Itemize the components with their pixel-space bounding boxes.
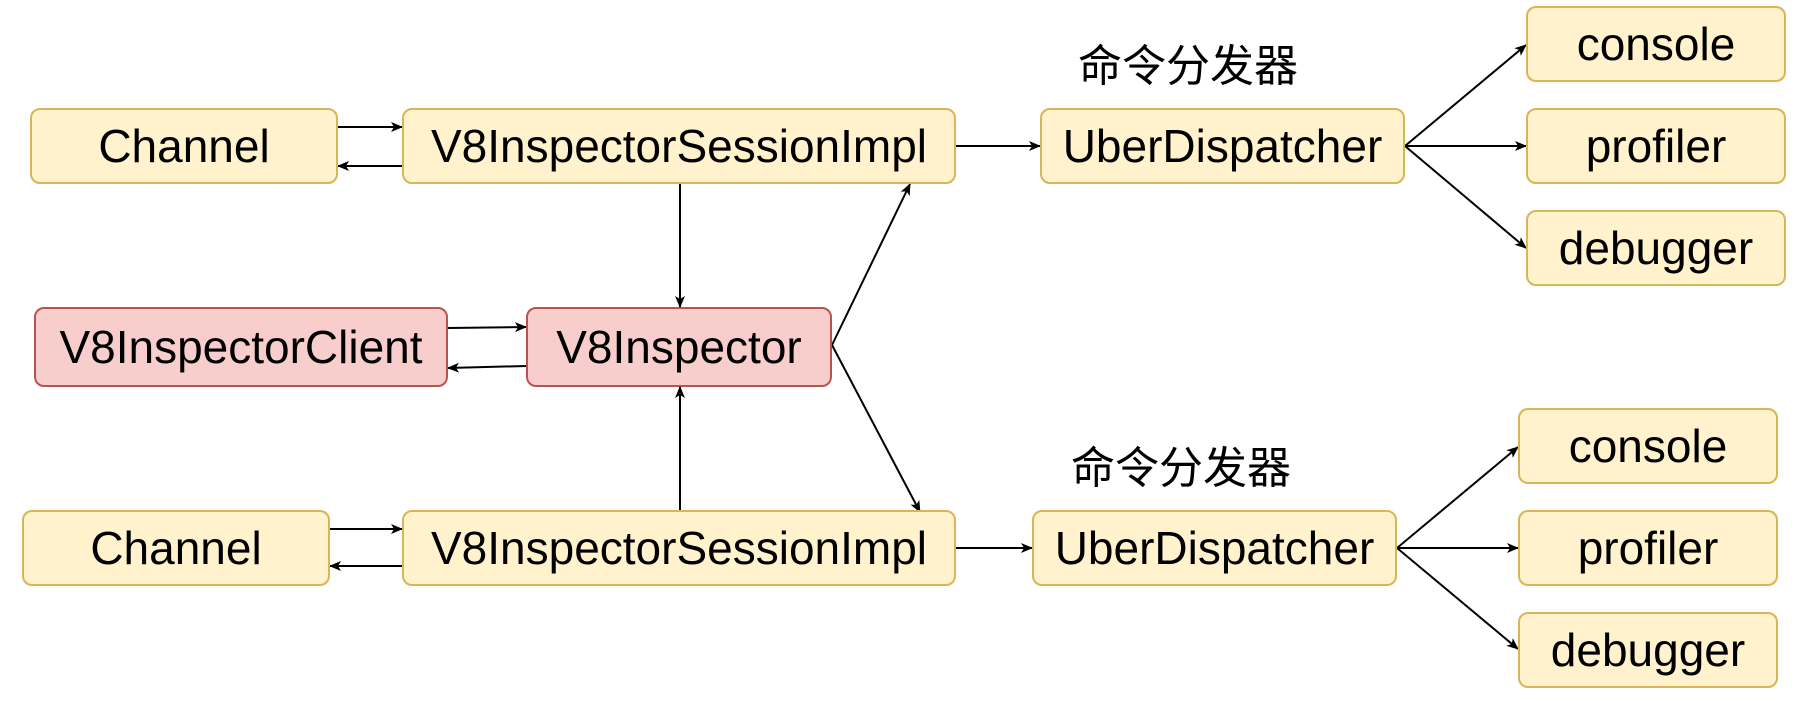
profiler-bottom-node: profiler xyxy=(1518,510,1778,586)
session-impl-top-node: V8InspectorSessionImpl xyxy=(402,108,956,184)
dispatcher-bottom-caption: 命令分发器 xyxy=(1071,443,1291,494)
profiler-top-node: profiler xyxy=(1526,108,1786,184)
console-top-node: console xyxy=(1526,6,1786,82)
edge-inspector-to-session-top xyxy=(831,183,911,346)
channel-top-node: Channel xyxy=(30,108,338,184)
edge-inspector-to-session-bottom xyxy=(831,344,921,513)
edge-dispatcher-to-console-top xyxy=(1404,44,1527,147)
inspector-client-node: V8InspectorClient xyxy=(34,307,448,387)
edge-client-to-inspector xyxy=(447,322,527,333)
uber-dispatcher-top-node: UberDispatcher xyxy=(1040,108,1405,184)
debugger-bottom-node: debugger xyxy=(1518,612,1778,688)
uber-dispatcher-bottom-node: UberDispatcher xyxy=(1032,510,1397,586)
console-bottom-node: console xyxy=(1518,408,1778,484)
v8-inspector-node: V8Inspector xyxy=(526,307,832,387)
channel-bottom-node: Channel xyxy=(22,510,330,586)
edge-dispatcher-to-console-bottom xyxy=(1396,446,1519,549)
dispatcher-top-caption: 命令分发器 xyxy=(1078,41,1298,92)
edge-dispatcher-to-debugger-top xyxy=(1404,145,1527,249)
edge-inspector-to-client xyxy=(447,362,527,373)
debugger-top-node: debugger xyxy=(1526,210,1786,286)
edge-dispatcher-to-debugger-bottom xyxy=(1396,547,1519,650)
session-impl-bottom-node: V8InspectorSessionImpl xyxy=(402,510,956,586)
